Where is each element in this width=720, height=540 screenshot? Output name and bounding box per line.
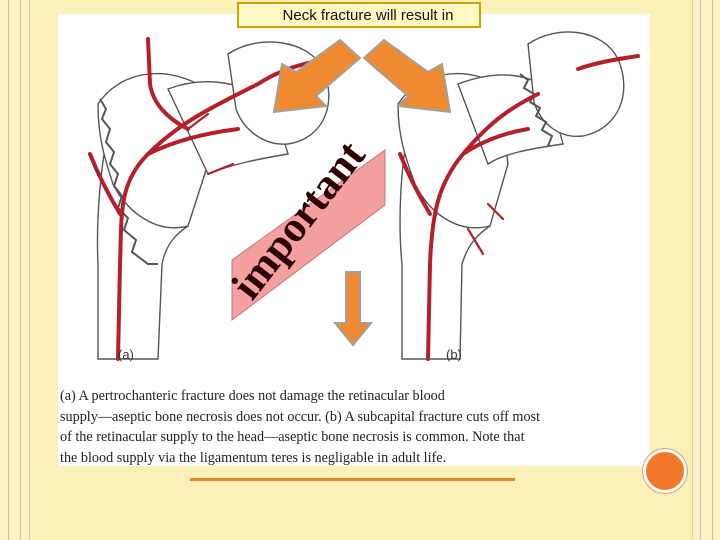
femur-illustration: (a) (b) [88,31,640,362]
femur-b-head [527,31,625,137]
border-line [8,0,9,540]
artery-a-branch [146,37,190,131]
slide-border-left [0,0,30,540]
caption-line: of the retinacular supply to the head—as… [60,429,525,445]
slide-border-right [692,0,720,540]
slide-title: Neck fracture will result in [237,2,481,28]
border-line [712,0,713,540]
artery-a-branch [146,127,240,156]
artery-b-branch [461,127,530,156]
caption-line: (a) A pertrochanteric fracture does not … [60,388,445,404]
fracture-line-b [519,73,554,147]
border-line [20,0,21,540]
panel-label-b: (b) [446,347,462,362]
fracture-line-a [99,98,158,265]
important-banner [231,149,386,322]
arrow-down-left-icon [272,38,362,114]
accent-circle [643,449,687,493]
artery-a-branch [88,152,122,216]
artery-b-branch [576,54,640,71]
femur-figure: (a) (b) [58,14,650,466]
artery-b-branch [466,227,485,256]
artery-b-branch [398,152,432,216]
divider-rule [190,478,515,481]
caption-line: supply—aseptic bone necrosis does not oc… [60,408,541,425]
figure-caption: (a) A pertrochanteric fracture does not … [60,386,620,468]
arrow-down-icon [332,271,374,347]
border-line [700,0,701,540]
arrow-down-right-icon [362,38,452,114]
caption-line: the blood supply via the ligamentum tere… [60,449,447,466]
artery-b-branch [486,202,505,221]
artery-a-branch [206,162,235,176]
artery-a-branch [186,112,210,131]
panel-label-a: (a) [118,347,134,362]
